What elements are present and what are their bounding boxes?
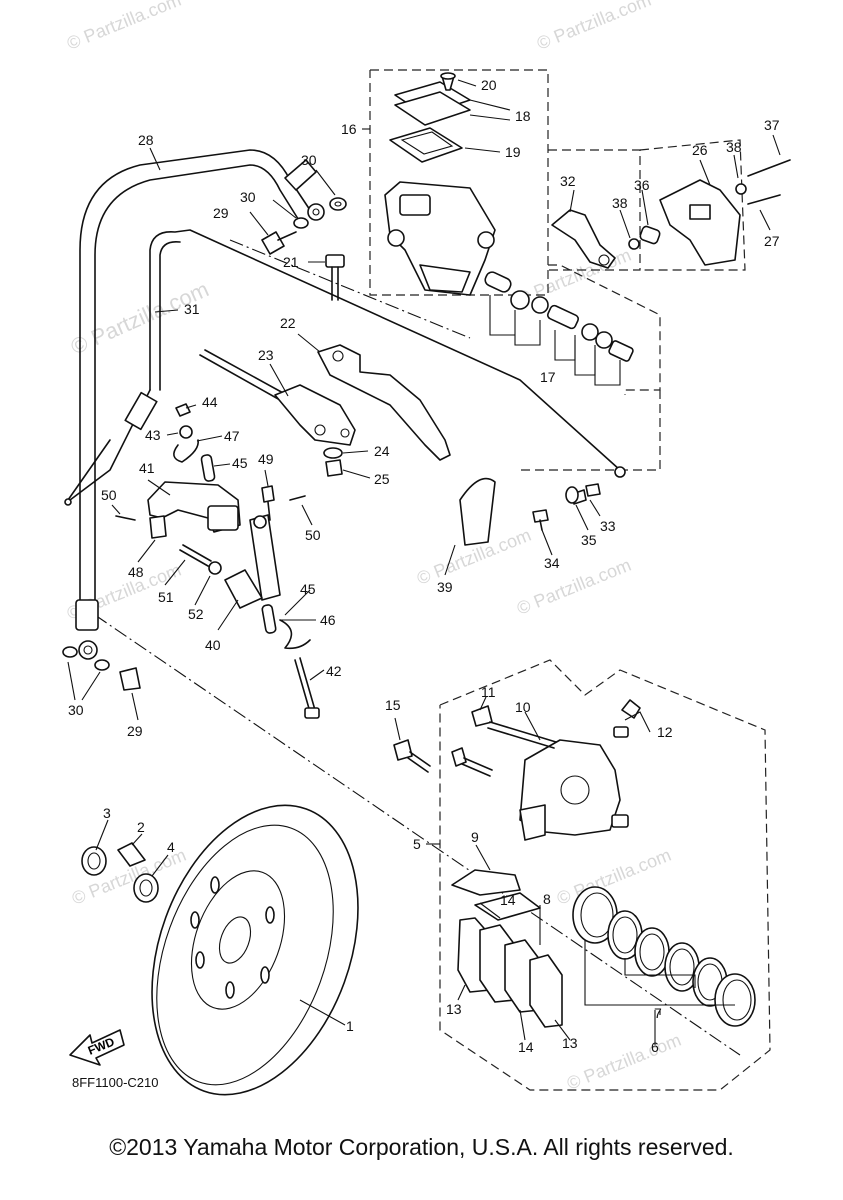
callout-27: 27 (764, 233, 780, 249)
nut-and-washer (323, 447, 343, 477)
callout-50: 50 (305, 527, 321, 543)
watermark: © Partzilla.com (514, 245, 634, 309)
callout-25: 25 (374, 471, 390, 487)
heat-guard (459, 477, 496, 546)
pivot-bolt (325, 254, 345, 301)
rear-brake-reservoir-parts (532, 159, 791, 531)
callout-12: 12 (657, 724, 673, 740)
callout-39: 39 (437, 579, 453, 595)
callout-33: 33 (600, 518, 616, 534)
callout-9: 9 (471, 829, 479, 845)
callout-29: 29 (127, 723, 143, 739)
callout-14: 14 (518, 1039, 534, 1055)
callout-47: 47 (224, 428, 240, 444)
callout-49: 49 (258, 451, 274, 467)
callout-26: 26 (692, 142, 708, 158)
callout-7: 7 (654, 1005, 662, 1021)
brake-disc (151, 804, 359, 1096)
callout-35: 35 (581, 532, 597, 548)
disc-hardware (81, 842, 159, 903)
washers (62, 197, 347, 671)
copyright-notice: ©2013 Yamaha Motor Corporation, U.S.A. A… (109, 1134, 734, 1160)
callout-10: 10 (515, 699, 531, 715)
brake-lever (317, 344, 451, 461)
callout-13: 13 (446, 1001, 462, 1017)
callout-34: 34 (544, 555, 560, 571)
callout-1: 1 (346, 1018, 354, 1034)
watermark: © Partzilla.com (64, 0, 184, 54)
pedal-linkage (115, 403, 320, 719)
callout-23: 23 (258, 347, 274, 363)
callout-15: 15 (385, 697, 401, 713)
caliper-group-outline (439, 659, 771, 1091)
reservoir-cover (389, 72, 471, 163)
callout-40: 40 (205, 637, 221, 653)
callout-30: 30 (240, 189, 256, 205)
callout-41: 41 (139, 460, 155, 476)
callout-31: 31 (184, 301, 200, 317)
callout-20: 20 (481, 77, 497, 93)
callout-16: 16 (341, 121, 357, 137)
callout-37: 37 (764, 117, 780, 133)
callout-11: 11 (481, 684, 496, 700)
forward-arrow: FWD (69, 1029, 125, 1066)
union-bolts (119, 231, 297, 691)
callout-38: 38 (726, 139, 742, 155)
master-cylinder-piston-kit (484, 271, 634, 386)
callout-46: 46 (320, 612, 336, 628)
callout-36: 36 (634, 177, 650, 193)
callout-19: 19 (505, 144, 521, 160)
callout-14: 14 (500, 892, 516, 908)
watermark: © Partzilla.com (534, 0, 654, 54)
callout-51: 51 (158, 589, 174, 605)
leader-lines (67, 79, 781, 1045)
callout-32: 32 (560, 173, 576, 189)
callout-18: 18 (515, 108, 531, 124)
callout-48: 48 (128, 564, 144, 580)
callout-4: 4 (167, 839, 175, 855)
callout-labels: 1 2 3 4 5 6 7 8 9 10 11 12 13 13 14 14 1… (68, 77, 780, 1055)
caliper-pistons (572, 886, 756, 1027)
callout-17: 17 (540, 369, 556, 385)
cable (64, 229, 626, 506)
brake-pads (451, 869, 563, 1028)
callout-6: 6 (651, 1039, 659, 1055)
callout-21: 21 (283, 254, 299, 270)
callout-28: 28 (138, 132, 154, 148)
diagram-code: 8FF1100-C210 (72, 1075, 158, 1090)
callout-8: 8 (543, 891, 551, 907)
callout-30: 30 (68, 702, 84, 718)
callout-2: 2 (137, 819, 145, 835)
callout-30: 30 (301, 152, 317, 168)
lever-holder (199, 349, 356, 446)
brake-hose (75, 149, 325, 660)
callout-44: 44 (202, 394, 218, 410)
callout-22: 22 (280, 315, 296, 331)
callout-24: 24 (374, 443, 390, 459)
callout-45: 45 (232, 455, 248, 471)
watermark: © Partzilla.com (514, 555, 634, 619)
callout-13: 13 (562, 1035, 578, 1051)
watermark: © Partzilla.com (564, 1030, 684, 1094)
callout-29: 29 (213, 205, 229, 221)
callout-5: 5 (413, 836, 421, 852)
callout-3: 3 (103, 805, 111, 821)
master-cylinder-group-outline (369, 69, 746, 471)
master-cylinder (384, 181, 496, 296)
callout-52: 52 (188, 606, 204, 622)
callout-42: 42 (326, 663, 342, 679)
callout-38: 38 (612, 195, 628, 211)
callout-50: 50 (101, 487, 117, 503)
watermark: © Partzilla.com (67, 276, 213, 359)
brake-caliper (393, 699, 641, 841)
callout-45: 45 (300, 581, 316, 597)
assembly-guide-lines (94, 239, 741, 1056)
callout-43: 43 (145, 427, 161, 443)
